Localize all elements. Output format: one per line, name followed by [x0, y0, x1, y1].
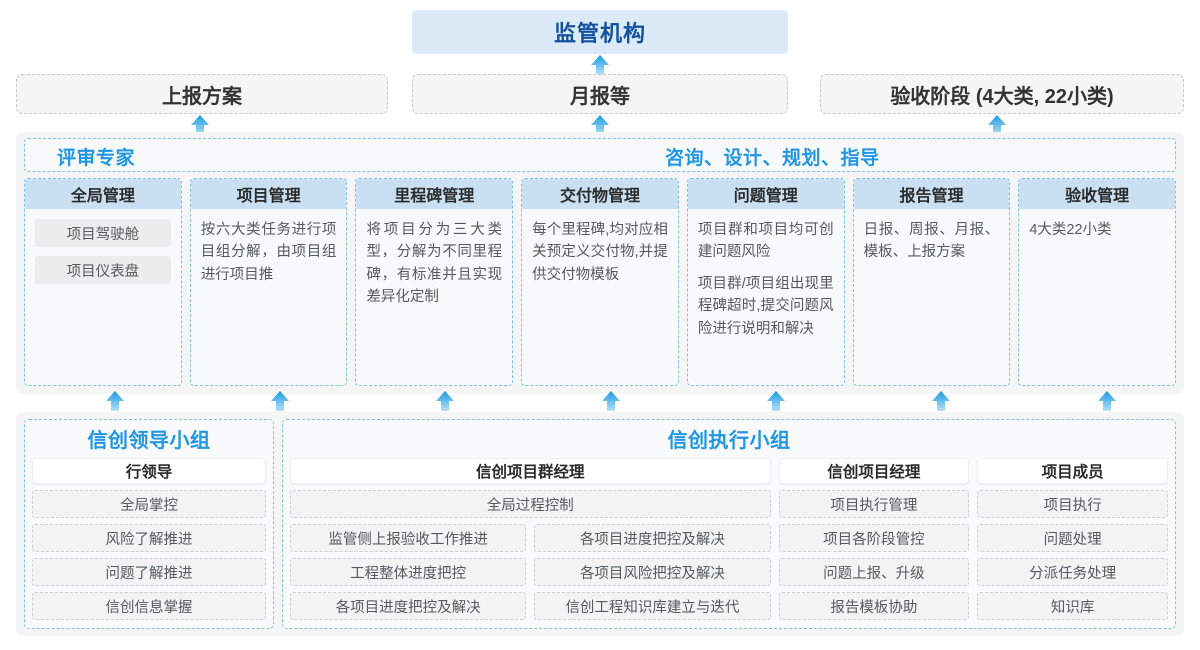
column-text: 每个里程碑,均对应相关预定义交付物,并提供交付物模板 [532, 222, 668, 283]
org-duty-item[interactable]: 项目各阶段管控 [778, 524, 970, 552]
column-header: 报告管理 [853, 179, 1010, 209]
org-duty-item[interactable]: 项目执行管理 [778, 490, 970, 518]
column-header: 全局管理 [25, 179, 181, 209]
org-duty-item[interactable]: 信创工程知识库建立与迭代 [534, 592, 771, 620]
column-header: 项目管理 [190, 179, 347, 209]
org-column-bank-leader: 行领导 全局掌控 风险了解推进 问题了解推进 信创信息掌握 [32, 458, 266, 621]
column-body: 每个里程碑,均对应相关预定义交付物,并提供交付物模板 [522, 209, 678, 385]
arrow-up-icon [589, 114, 611, 136]
output-box-monthly-report[interactable]: 月报等 [412, 74, 788, 114]
org-duty-wrapper: 全局过程控制 监管侧上报验收工作推进 工程整体进度把控 各项目进度把控及解决 各… [290, 490, 771, 621]
org-duty-grid: 监管侧上报验收工作推进 工程整体进度把控 各项目进度把控及解决 各项目进度把控及… [290, 524, 771, 620]
capability-column-project-management[interactable]: 项目管理 按六大类任务进行项目组分解，由项目组进行项目推 [189, 178, 348, 386]
arrow-up-icon [189, 114, 211, 136]
org-duty-item[interactable]: 分派任务处理 [977, 558, 1168, 586]
capability-column-issue-management[interactable]: 问题管理 项目群和项目均可创建问题风险 项目群/项目组出现里程碑超时,提交问题风… [686, 178, 845, 386]
column-text: 按六大类任务进行项目组分解，由项目组进行项目推 [200, 222, 337, 283]
regulator-title: 监管机构 [412, 10, 788, 54]
capability-column-milestone-management[interactable]: 里程碑管理 将项目分为三大类型，分解为不同里程碑，有标准并且实现差异化定制 [355, 178, 514, 386]
column-text: 项目群/项目组出现里程碑超时,提交问题风险进行说明和解决 [697, 275, 834, 337]
org-duty-item[interactable]: 报告模板协助 [778, 592, 970, 620]
capability-panel: 评审专家 咨询、设计、规划、指导 全局管理 项目驾驶舱 项目仪表盘 项目管理 按… [16, 132, 1184, 394]
arrow-up-icon [765, 390, 787, 412]
column-header: 里程碑管理 [356, 179, 513, 209]
org-duty-item[interactable]: 信创信息掌握 [32, 592, 266, 620]
org-role-header: 项目成员 [977, 458, 1168, 484]
org-duty-item[interactable]: 全局过程控制 [290, 490, 771, 518]
arrow-up-icon [600, 390, 622, 412]
column-body: 按六大类任务进行项目组分解，由项目组进行项目推 [191, 209, 347, 385]
org-column-program-manager: 信创项目群经理 全局过程控制 监管侧上报验收工作推进 工程整体进度把控 各项目进… [290, 458, 771, 621]
org-duty-item[interactable]: 知识库 [977, 592, 1168, 620]
column-header: 交付物管理 [522, 179, 678, 209]
column-text: 4大类22小类 [1029, 222, 1112, 238]
column-body: 将项目分为三大类型，分解为不同里程碑，有标准并且实现差异化定制 [356, 209, 512, 385]
role-review-experts: 评审专家 [57, 147, 136, 169]
column-text: 将项目分为三大类型，分解为不同里程碑，有标准并且实现差异化定制 [366, 222, 503, 306]
org-group-title: 信创领导小组 [87, 430, 211, 452]
org-group-leadership: 信创领导小组 行领导 全局掌控 风险了解推进 问题了解推进 信创信息掌握 [24, 419, 274, 629]
org-duty-item[interactable]: 问题了解推进 [32, 558, 266, 586]
column-text: 项目群和项目均可创建问题风险 [697, 222, 834, 261]
column-body: 4大类22小类 [1019, 209, 1175, 385]
column-body: 日报、周报、月报、模板、上报方案 [854, 209, 1010, 385]
arrow-up-icon [104, 390, 126, 412]
column-body: 项目群和项目均可创建问题风险 项目群/项目组出现里程碑超时,提交问题风险进行说明… [688, 209, 844, 385]
arrow-up-icon [434, 390, 456, 412]
org-columns: 信创项目群经理 全局过程控制 监管侧上报验收工作推进 工程整体进度把控 各项目进… [290, 458, 1168, 621]
output-box-acceptance-stage[interactable]: 验收阶段 (4大类, 22小类) [820, 74, 1184, 114]
capability-columns: 全局管理 项目驾驶舱 项目仪表盘 项目管理 按六大类任务进行项目组分解，由项目组… [24, 178, 1177, 386]
org-group-title: 信创执行小组 [667, 430, 791, 452]
org-duty-item[interactable]: 工程整体进度把控 [290, 558, 527, 586]
org-duty-item[interactable]: 各项目进度把控及解决 [534, 524, 771, 552]
org-role-header: 信创项目群经理 [290, 458, 771, 484]
org-duty-item[interactable]: 问题处理 [977, 524, 1168, 552]
org-role-header: 信创项目经理 [778, 458, 970, 484]
column-body: 项目驾驶舱 项目仪表盘 [25, 209, 181, 385]
arrow-up-icon [1096, 390, 1118, 412]
capability-column-global-management[interactable]: 全局管理 项目驾驶舱 项目仪表盘 [24, 178, 182, 386]
org-duty-item[interactable]: 各项目进度把控及解决 [290, 592, 527, 620]
column-header: 验收管理 [1019, 179, 1176, 209]
capability-column-report-management[interactable]: 报告管理 日报、周报、月报、模板、上报方案 [852, 178, 1011, 386]
org-group-execution: 信创执行小组 信创项目群经理 全局过程控制 监管侧上报验收工作推进 工程整体进度… [282, 419, 1176, 629]
capability-column-deliverable-management[interactable]: 交付物管理 每个里程碑,均对应相关预定义交付物,并提供交付物模板 [521, 178, 679, 386]
org-duty-item[interactable]: 风险了解推进 [32, 524, 266, 552]
column-text: 日报、周报、月报、模板、上报方案 [863, 222, 1000, 261]
org-columns: 行领导 全局掌控 风险了解推进 问题了解推进 信创信息掌握 [32, 458, 266, 621]
output-box-report-plan[interactable]: 上报方案 [16, 74, 388, 114]
role-consulting-design: 咨询、设计、规划、指导 [665, 147, 880, 169]
arrow-up-icon [589, 54, 611, 76]
org-duty-item[interactable]: 全局掌控 [32, 490, 266, 518]
capability-role-bar: 评审专家 咨询、设计、规划、指导 [24, 138, 1176, 172]
org-column-project-manager: 信创项目经理 项目执行管理 项目各阶段管控 问题上报、升级 报告模板协助 [778, 458, 970, 621]
chip-item[interactable]: 项目仪表盘 [35, 256, 171, 284]
capability-column-acceptance-management[interactable]: 验收管理 4大类22小类 [1018, 178, 1177, 386]
org-role-header: 行领导 [32, 458, 266, 484]
org-duty-grid-right: 各项目进度把控及解决 各项目风险把控及解决 信创工程知识库建立与迭代 [534, 524, 771, 620]
org-duty-item[interactable]: 问题上报、升级 [778, 558, 970, 586]
column-header: 问题管理 [687, 179, 844, 209]
chip-item[interactable]: 项目驾驶舱 [35, 219, 171, 247]
org-duty-item[interactable]: 项目执行 [977, 490, 1168, 518]
org-duty-item[interactable]: 各项目风险把控及解决 [534, 558, 771, 586]
arrow-up-icon [269, 390, 291, 412]
organization-panel: 信创领导小组 行领导 全局掌控 风险了解推进 问题了解推进 信创信息掌握 信创执… [16, 412, 1184, 636]
arrow-up-icon [986, 114, 1008, 136]
org-duty-item[interactable]: 监管侧上报验收工作推进 [290, 524, 527, 552]
org-duty-grid-left: 监管侧上报验收工作推进 工程整体进度把控 各项目进度把控及解决 [290, 524, 527, 620]
org-column-project-member: 项目成员 项目执行 问题处理 分派任务处理 知识库 [977, 458, 1168, 621]
arrow-up-icon [930, 390, 952, 412]
